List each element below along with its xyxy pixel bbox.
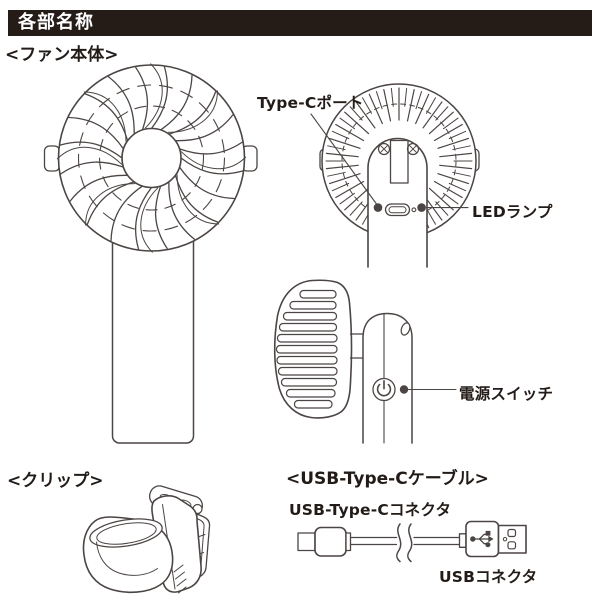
fan-side-view [273, 279, 457, 444]
cable-break-marks [395, 523, 413, 563]
callout-power-switch: 電源スイッチ [459, 385, 554, 403]
power-icon [372, 377, 396, 402]
callout-dot-power [399, 385, 409, 394]
usb-a-plug [458, 520, 527, 558]
cable-line [349, 536, 398, 546]
fan-handle-back [367, 137, 428, 268]
leader-line-type-c [310, 113, 378, 205]
clip-cup-rim [89, 518, 163, 548]
usb-type-c-plug [297, 526, 352, 557]
section-label-fan-body: <ファン本体> [5, 45, 119, 65]
section-label-usb-cable: <USB-Type-Cケーブル> [286, 469, 489, 489]
type-c-port [384, 203, 411, 217]
callout-usb-type-c-connector: USB-Type-Cコネクタ [289, 501, 452, 519]
section-label-clip: <クリップ> [7, 471, 104, 491]
clip-illustration [82, 485, 211, 594]
led-lamp [411, 207, 417, 213]
strap-hole [400, 322, 411, 336]
usb-cable-illustration [297, 520, 527, 563]
fan-handle-side [362, 312, 413, 444]
cable-line [413, 536, 461, 546]
screw-icon [377, 142, 391, 156]
fan-side-slats [275, 289, 338, 409]
callout-usb-connector: USBコネクタ [439, 568, 538, 586]
page-title: 各部名称 [18, 12, 94, 33]
grille-ring [98, 105, 205, 211]
grille-ring [77, 84, 226, 232]
fan-front-view [43, 62, 258, 444]
page-title-banner: 各部名称 [8, 10, 592, 36]
callout-dot-led [417, 203, 426, 212]
fan-handle-front [111, 234, 195, 444]
clip-frame [181, 507, 211, 585]
clip-hatch-marks [173, 564, 187, 594]
fan-back-view [310, 83, 480, 268]
handle-recess [389, 139, 409, 184]
callout-dot-type-c [373, 203, 383, 212]
callout-led-lamp: LEDランプ [472, 203, 553, 221]
fan-hub [121, 127, 182, 189]
head-handle-joint [349, 333, 364, 359]
callout-type-c-port: Type-Cポート [257, 94, 364, 112]
usb-trident-icon [470, 530, 494, 548]
